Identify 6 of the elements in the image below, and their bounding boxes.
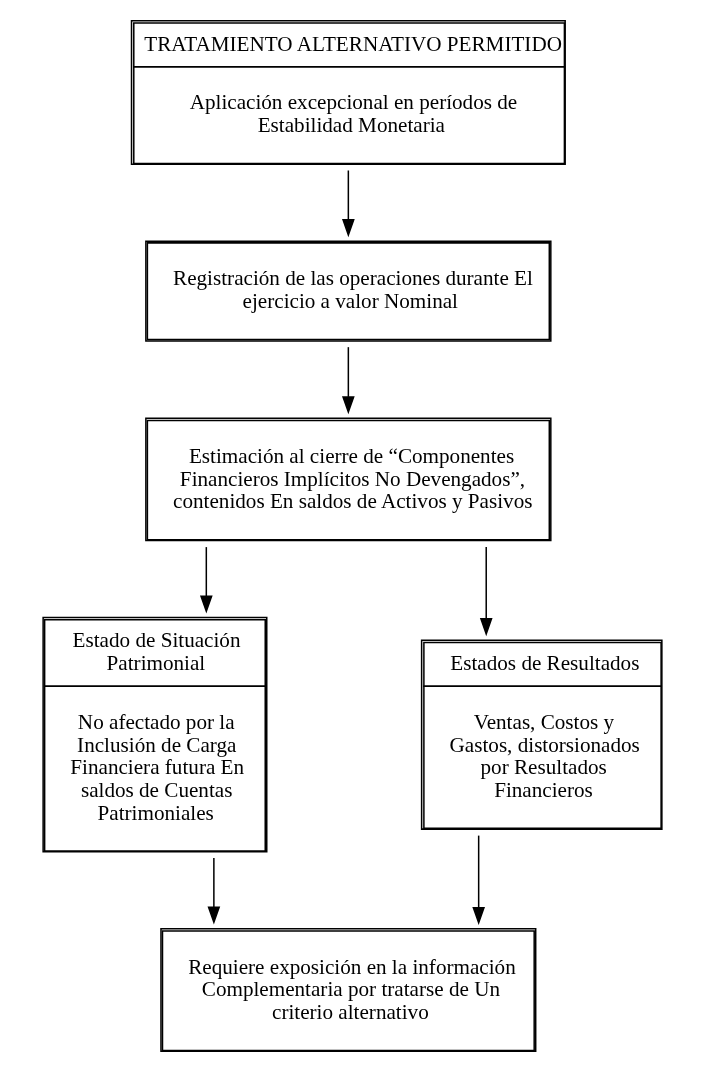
arrow [479,546,493,637]
arrow [341,169,355,238]
arrow [341,346,355,415]
arrow [207,857,220,925]
arrow [471,834,485,926]
arrow [199,546,213,614]
